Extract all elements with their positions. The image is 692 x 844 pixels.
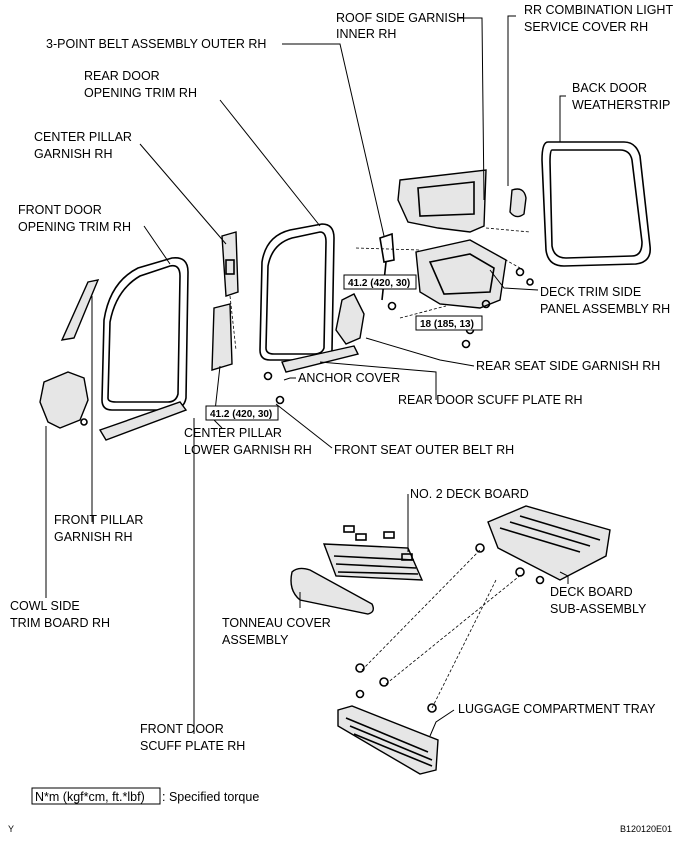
torque-callout-3: 41.2 (420, 30): [205, 405, 279, 421]
torque-callout-1: 41.2 (420, 30): [343, 274, 417, 290]
clip-part: [379, 677, 389, 687]
dashed-guide: [361, 549, 481, 671]
clip-part: [355, 663, 365, 673]
roof-side-garnish-window: [417, 181, 475, 217]
legend-description: : Specified torque: [162, 790, 259, 804]
front-door-opening-trim-part: [101, 256, 189, 411]
leader-line: [559, 95, 566, 142]
leader-line: [507, 15, 516, 186]
deck-board-hook-part: [355, 533, 367, 541]
rear-door-scuff-plate-part: [281, 345, 360, 373]
back-door-weatherstrip-part: [541, 141, 652, 267]
label-rear-seat-side-garnish: REAR SEAT SIDE GARNISH RH: [476, 359, 660, 373]
dashed-guide: [229, 295, 237, 351]
deck-board-sub-ribs: [499, 515, 601, 553]
no2-deck-board-part: [322, 543, 424, 581]
torque-callout-2: 18 (185, 13): [415, 315, 483, 331]
back-door-weatherstrip-inner: [549, 149, 643, 259]
cowl-clip-part: [80, 418, 88, 426]
torque-value: 18 (185, 13): [420, 319, 474, 330]
dashed-guide: [431, 579, 497, 709]
label-deck-board-sub-assembly: DECK BOARD SUB-ASSEMBLY: [550, 585, 647, 616]
label-back-door-weatherstrip: BACK DOOR WEATHERSTRIP: [572, 81, 670, 112]
deck-board-hook-part: [401, 553, 413, 561]
rear-door-opening-trim-inner: [265, 231, 327, 355]
leader-line: [365, 337, 475, 367]
label-front-door-scuff-plate: FRONT DOOR SCUFF PLATE RH: [140, 722, 245, 753]
rear-seat-side-garnish-part: [335, 293, 365, 345]
center-pillar-lower-garnish-part: [211, 303, 233, 371]
legend-unit-box: N*m (kgf*cm, ft.*lbf): [35, 790, 145, 804]
deck-trim-side-panel-detail: [428, 253, 495, 295]
rr-combination-light-cover-part: [509, 188, 527, 218]
label-center-pillar-lower-garnish: CENTER PILLAR LOWER GARNISH RH: [184, 426, 312, 457]
dashed-guide: [355, 247, 421, 251]
center-pillar-adjuster-part: [225, 259, 235, 275]
front-pillar-garnish-part: [60, 279, 100, 341]
clip-part: [535, 575, 545, 585]
clip-part: [526, 278, 534, 286]
label-deck-trim-side-panel: DECK TRIM SIDE PANEL ASSEMBLY RH: [540, 285, 670, 316]
leader-line: [319, 361, 437, 400]
label-luggage-compartment-tray: LUGGAGE COMPARTMENT TRAY: [458, 702, 656, 716]
leader-line: [559, 571, 569, 584]
leader-line: [283, 377, 296, 381]
label-cowl-side-trim-board: COWL SIDE TRIM BOARD RH: [10, 599, 110, 630]
label-roof-side-garnish: ROOF SIDE GARNISH INNER RH: [336, 11, 469, 41]
leader-line: [429, 709, 455, 737]
dashed-guide: [485, 227, 531, 233]
torque-value: 41.2 (420, 30): [348, 278, 410, 289]
front-door-scuff-plate-part: [98, 401, 188, 441]
leader-line: [489, 269, 539, 291]
front-door-opening-trim-inner: [107, 264, 181, 403]
no2-deck-board-ribs: [333, 555, 419, 575]
dashed-guide: [469, 239, 521, 269]
leader-line: [143, 225, 171, 265]
label-rear-door-opening-trim: REAR DOOR OPENING TRIM RH: [84, 69, 197, 100]
clip-part: [355, 689, 365, 699]
clip-part: [427, 703, 437, 713]
leader-line: [275, 403, 333, 449]
luggage-tray-ribs: [345, 717, 433, 767]
leader-line: [458, 17, 485, 201]
center-pillar-garnish-part: [221, 231, 239, 297]
label-front-seat-outer-belt: FRONT SEAT OUTER BELT RH: [334, 443, 514, 457]
label-front-door-opening-trim: FRONT DOOR OPENING TRIM RH: [18, 203, 131, 234]
label-center-pillar-garnish: CENTER PILLAR GARNISH RH: [34, 130, 135, 161]
leader-line: [219, 99, 321, 227]
label-tonneau-cover: TONNEAU COVER ASSEMBLY: [222, 616, 334, 647]
cowl-side-trim-board-part: [39, 371, 89, 429]
dashed-guide: [399, 305, 447, 319]
rear-door-opening-trim-part: [259, 223, 335, 361]
label-rr-combination-light: RR COMBINATION LIGHT SERVICE COVER RH: [524, 3, 676, 34]
clip-part: [515, 567, 525, 577]
label-no2-deck-board: NO. 2 DECK BOARD: [410, 487, 529, 501]
luggage-tray-part: [337, 705, 439, 775]
deck-board-hook-part: [383, 531, 395, 539]
deck-board-hook-part: [343, 525, 355, 533]
clip-part: [263, 371, 273, 381]
label-front-pillar-garnish: FRONT PILLAR GARNISH RH: [54, 513, 147, 544]
legend: N*m (kgf*cm, ft.*lbf) : Specified torque: [31, 787, 259, 805]
clip-part: [387, 301, 397, 311]
clip-part: [475, 543, 485, 553]
roof-side-garnish-inner-part: [397, 169, 487, 233]
footer-left-mark: Y: [8, 824, 14, 834]
figure-id: B120120E01: [620, 824, 672, 834]
clip-part: [515, 267, 525, 277]
dashed-guide: [385, 573, 523, 685]
tonneau-cover-part: [290, 567, 375, 615]
clip-part: [461, 339, 471, 349]
leader-line: [139, 143, 227, 245]
three-point-belt-part: [379, 232, 395, 263]
leader-line: [282, 43, 385, 237]
clip-part: [481, 299, 491, 309]
clip-part: [275, 395, 285, 405]
label-anchor-cover: ANCHOR COVER: [298, 371, 400, 385]
label-rear-door-scuff-plate: REAR DOOR SCUFF PLATE RH: [398, 393, 583, 407]
label-three-point-belt: 3-POINT BELT ASSEMBLY OUTER RH: [46, 37, 266, 51]
torque-value: 41.2 (420, 30): [210, 409, 272, 420]
